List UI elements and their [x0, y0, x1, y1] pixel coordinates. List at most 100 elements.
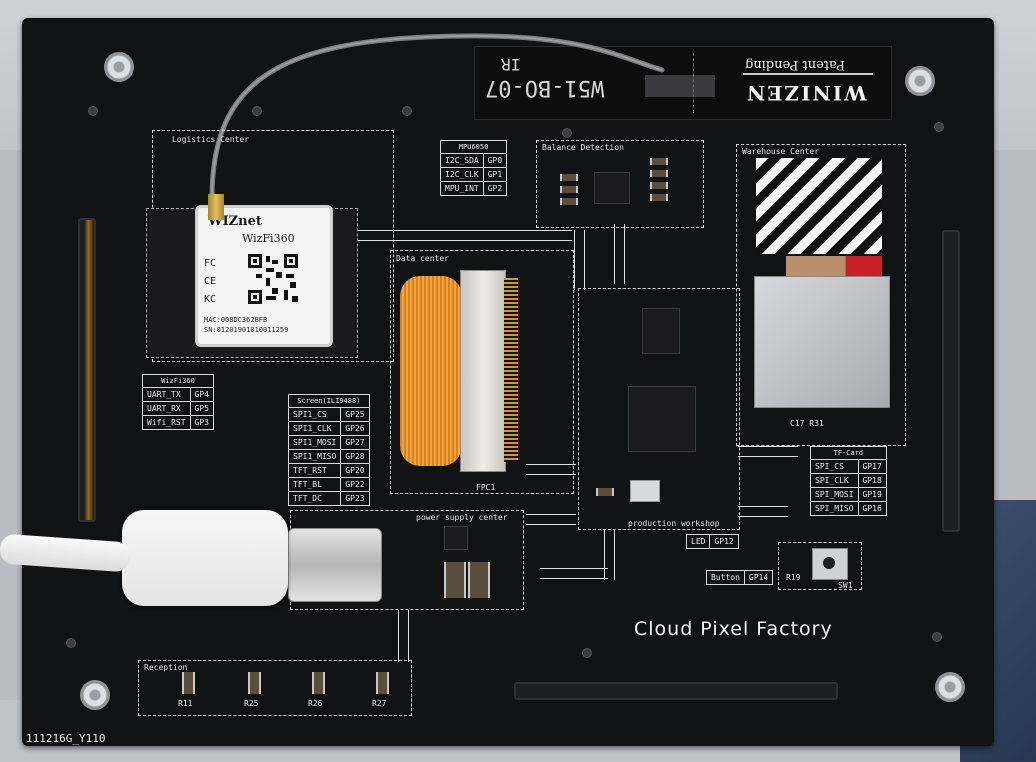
antenna-connector	[208, 194, 224, 220]
pipe	[358, 230, 572, 241]
pin-gpio: GP12	[709, 534, 739, 549]
qr-code	[246, 252, 300, 306]
pin-name: SPI_MISO	[810, 501, 859, 516]
reception-outline	[138, 660, 412, 716]
push-button[interactable]	[812, 548, 848, 580]
pin-name: LED	[685, 534, 711, 549]
power-inductor	[468, 562, 490, 598]
via	[66, 638, 76, 648]
led-d1	[596, 488, 614, 496]
pin-name: Wifi_RST	[142, 415, 191, 430]
factory-title: Cloud Pixel Factory	[634, 618, 833, 640]
via	[88, 106, 98, 116]
power-supply-title: power supply center	[416, 513, 508, 522]
warehouse-center-outline	[736, 144, 906, 446]
smd-resistor	[560, 198, 578, 205]
via	[562, 128, 572, 138]
pin-name: MPU_INT	[440, 181, 484, 196]
ce-mark: CE	[204, 276, 217, 287]
module-mac: MAC:008DC362BFB	[204, 316, 268, 324]
side-slot-left	[78, 218, 96, 522]
mcu-chip	[628, 386, 696, 452]
usb-c-connector[interactable]	[288, 528, 382, 602]
fcc-mark: FC	[204, 258, 217, 269]
pin-gpio: GP0	[482, 153, 508, 168]
via	[252, 106, 262, 116]
usb-cable-plug[interactable]	[122, 510, 288, 606]
ref-sw1: SW1	[838, 581, 853, 590]
pin-gpio: GP25	[340, 407, 370, 422]
pin-name: SPI_MOSI	[810, 487, 859, 502]
pipe	[614, 224, 625, 284]
reception-resistor	[312, 672, 325, 694]
ref-r26: R26	[308, 699, 323, 708]
pipe	[398, 610, 409, 662]
mounting-hole	[905, 66, 935, 96]
ref-r25: R25	[244, 699, 259, 708]
pin-gpio: GP16	[857, 501, 887, 516]
pin-name: SPI1_CS	[287, 407, 342, 422]
pin-name: SPI1_MOSI	[287, 435, 342, 450]
balance-detection-title: Balance Detection	[542, 143, 624, 152]
pin-name: SPI_CLK	[810, 473, 859, 488]
reception-title: Reception	[144, 663, 188, 672]
antenna-cable	[209, 33, 665, 201]
screen-title: Screen(ILI9488)	[288, 394, 370, 408]
pin-name: Button	[706, 570, 745, 585]
brand-underline	[743, 73, 873, 75]
pin-name: SPI1_CLK	[287, 421, 342, 436]
pin-gpio: GP23	[340, 491, 370, 506]
pin-gpio: GP3	[189, 415, 214, 430]
via	[934, 122, 944, 132]
pcb-board: W51-BO-07 IR Patent Pending WINIZEN Logi…	[0, 18, 994, 746]
pin-gpio: GP22	[340, 477, 370, 492]
pin-name: TFT_RST	[287, 463, 342, 478]
pin-name: SPI_CS	[810, 459, 859, 474]
via	[582, 648, 592, 658]
module-model: WizFi360	[242, 232, 295, 245]
pipe	[604, 530, 615, 580]
tfcard-title: TF-Card	[810, 446, 887, 460]
pin-name: TFT_BL	[287, 477, 342, 492]
antenna-module: W51-BO-07 IR Patent Pending WINIZEN	[474, 46, 892, 120]
pin-name: UART_RX	[142, 401, 191, 416]
kc-mark: KC	[204, 294, 217, 305]
push-button-cap[interactable]	[823, 557, 835, 569]
wizfi360-module: WIZnet WizFi360 FC CE KC MAC:008DC362BFB…	[198, 208, 330, 344]
smd-capacitor	[650, 182, 668, 189]
pin-gpio: GP27	[340, 435, 370, 450]
pin-gpio: GP14	[743, 570, 774, 585]
reception-resistor	[182, 672, 195, 694]
warehouse-center-title: Warehouse Center	[742, 147, 820, 156]
ref-r19: R19	[786, 573, 801, 582]
smd-capacitor	[560, 174, 578, 181]
pin-gpio: GP1	[482, 167, 508, 182]
pipe	[526, 514, 576, 525]
smd-capacitor	[650, 194, 668, 201]
power-inductor	[444, 562, 466, 598]
reception-resistor	[248, 672, 261, 694]
data-center-title: Data center	[396, 254, 449, 263]
via	[932, 632, 942, 642]
pipe	[540, 568, 608, 579]
crystal	[630, 480, 660, 502]
ref-r11: R11	[178, 699, 193, 708]
reception-resistor	[376, 672, 389, 694]
logistics-center-title: Logistics Center	[172, 135, 250, 144]
pin-gpio: GP4	[189, 387, 214, 402]
pin-gpio: GP28	[340, 449, 370, 464]
pipe	[738, 446, 798, 457]
side-slot-right	[942, 230, 960, 532]
production-workshop-outline	[578, 288, 740, 530]
mounting-hole	[935, 672, 965, 702]
pin-name: SPI1_MISO	[287, 449, 342, 464]
pin-gpio: GP20	[340, 463, 370, 478]
balance-detection-outline	[536, 140, 704, 228]
smd-capacitor	[650, 158, 668, 165]
